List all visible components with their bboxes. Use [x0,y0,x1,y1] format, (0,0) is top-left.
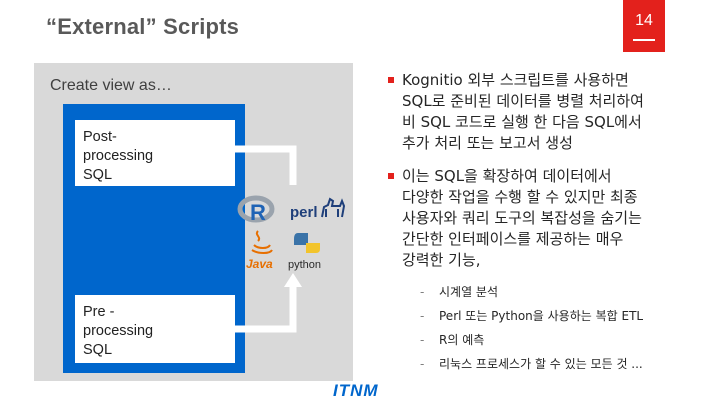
page-number: 14 [635,12,653,29]
post-box-line: SQL [83,167,113,183]
bullet-item: Kognitio 외부 스크립트를 사용하면 SQL로 준비된 데이터를 병렬 … [388,70,708,154]
sub-bullet-text: 시계열 분석 [439,285,499,299]
java-logo-icon: Java [246,230,273,271]
python-logo-text: python [288,259,321,271]
bullet-line: 비 SQL 코드로 실행 한 다음 SQL에서 [402,113,642,131]
brand-logo: ITNM [333,381,379,400]
sub-bullet-item: -시계열 분석 [388,285,708,300]
page-number-badge: 14 [623,0,665,52]
bullet-list: Kognitio 외부 스크립트를 사용하면 SQL로 준비된 데이터를 병렬 … [388,70,708,381]
language-logos: R perl Java python [232,187,352,277]
bullet-square-icon [388,173,394,179]
python-logo-icon: python [288,233,321,271]
bullet-line: 사용자와 쿼리 도구의 복잡성을 숨기는 [402,209,642,227]
page-badge-underline [633,39,655,41]
dash-icon: - [420,285,425,299]
arrow-to-post [212,145,297,185]
sub-bullet-item: -리눅스 프로세스가 할 수 있는 모든 것 ... [388,357,708,372]
r-logo-icon: R [237,195,275,225]
sub-bullet-item: -R의 예측 [388,333,708,348]
flow-arrows [198,140,302,333]
bullet-line: SQL로 준비된 데이터를 병렬 처리하여 [402,92,644,110]
java-logo-text: Java [246,257,273,271]
sub-bullet-text: Perl 또는 Python을 사용하는 복합 ETL [439,309,644,323]
bullet-square-icon [388,77,394,83]
bullet-line: 이는 SQL을 확장하여 데이터에서 [402,167,612,185]
dash-icon: - [420,309,425,323]
logos-svg: R perl Java python [237,195,346,271]
perl-logo-icon: perl [290,197,346,221]
pre-box-line: processing [83,323,154,339]
sub-bullet-item: -Perl 또는 Python을 사용하는 복합 ETL [388,309,708,324]
r-logo-text: R [250,200,266,225]
pre-box-line: Pre - [83,304,115,320]
bullet-line: 추가 처리 또는 보고서 생성 [402,134,573,152]
pre-processing-box: Pre - processing SQL [75,295,235,363]
dash-icon: - [420,333,425,347]
arrow-head-up [284,273,302,287]
slide-title: “External” Scripts [46,14,240,39]
post-box-line: Post- [83,129,117,145]
arrow-head-left [198,140,214,158]
bullet-line: Kognitio 외부 스크립트를 사용하면 [402,71,629,89]
sub-bullet-text: 리눅스 프로세스가 할 수 있는 모든 것 ... [439,357,643,371]
sub-bullet-list: -시계열 분석 -Perl 또는 Python을 사용하는 복합 ETL -R의… [388,285,708,372]
perl-logo-text: perl [290,204,318,221]
bullet-line: 다양한 작업을 수행 할 수 있지만 최종 [402,188,638,206]
pre-box-line: SQL [83,342,113,358]
bullet-line: 간단한 인터페이스를 제공하는 매우 [402,230,624,248]
bullet-line: 강력한 기능, [402,251,481,269]
post-box-line: processing [83,148,154,164]
post-processing-box: Post- processing SQL [75,120,235,186]
bullet-item: 이는 SQL을 확장하여 데이터에서 다양한 작업을 수행 할 수 있지만 최종… [388,166,708,271]
dash-icon: - [420,357,425,371]
sub-bullet-text: R의 예측 [439,333,485,347]
create-view-label: Create view as… [50,77,172,94]
arrow-to-scripts [235,285,297,333]
diagram-panel: Create view as… Post- processing SQL Pre… [34,63,353,381]
